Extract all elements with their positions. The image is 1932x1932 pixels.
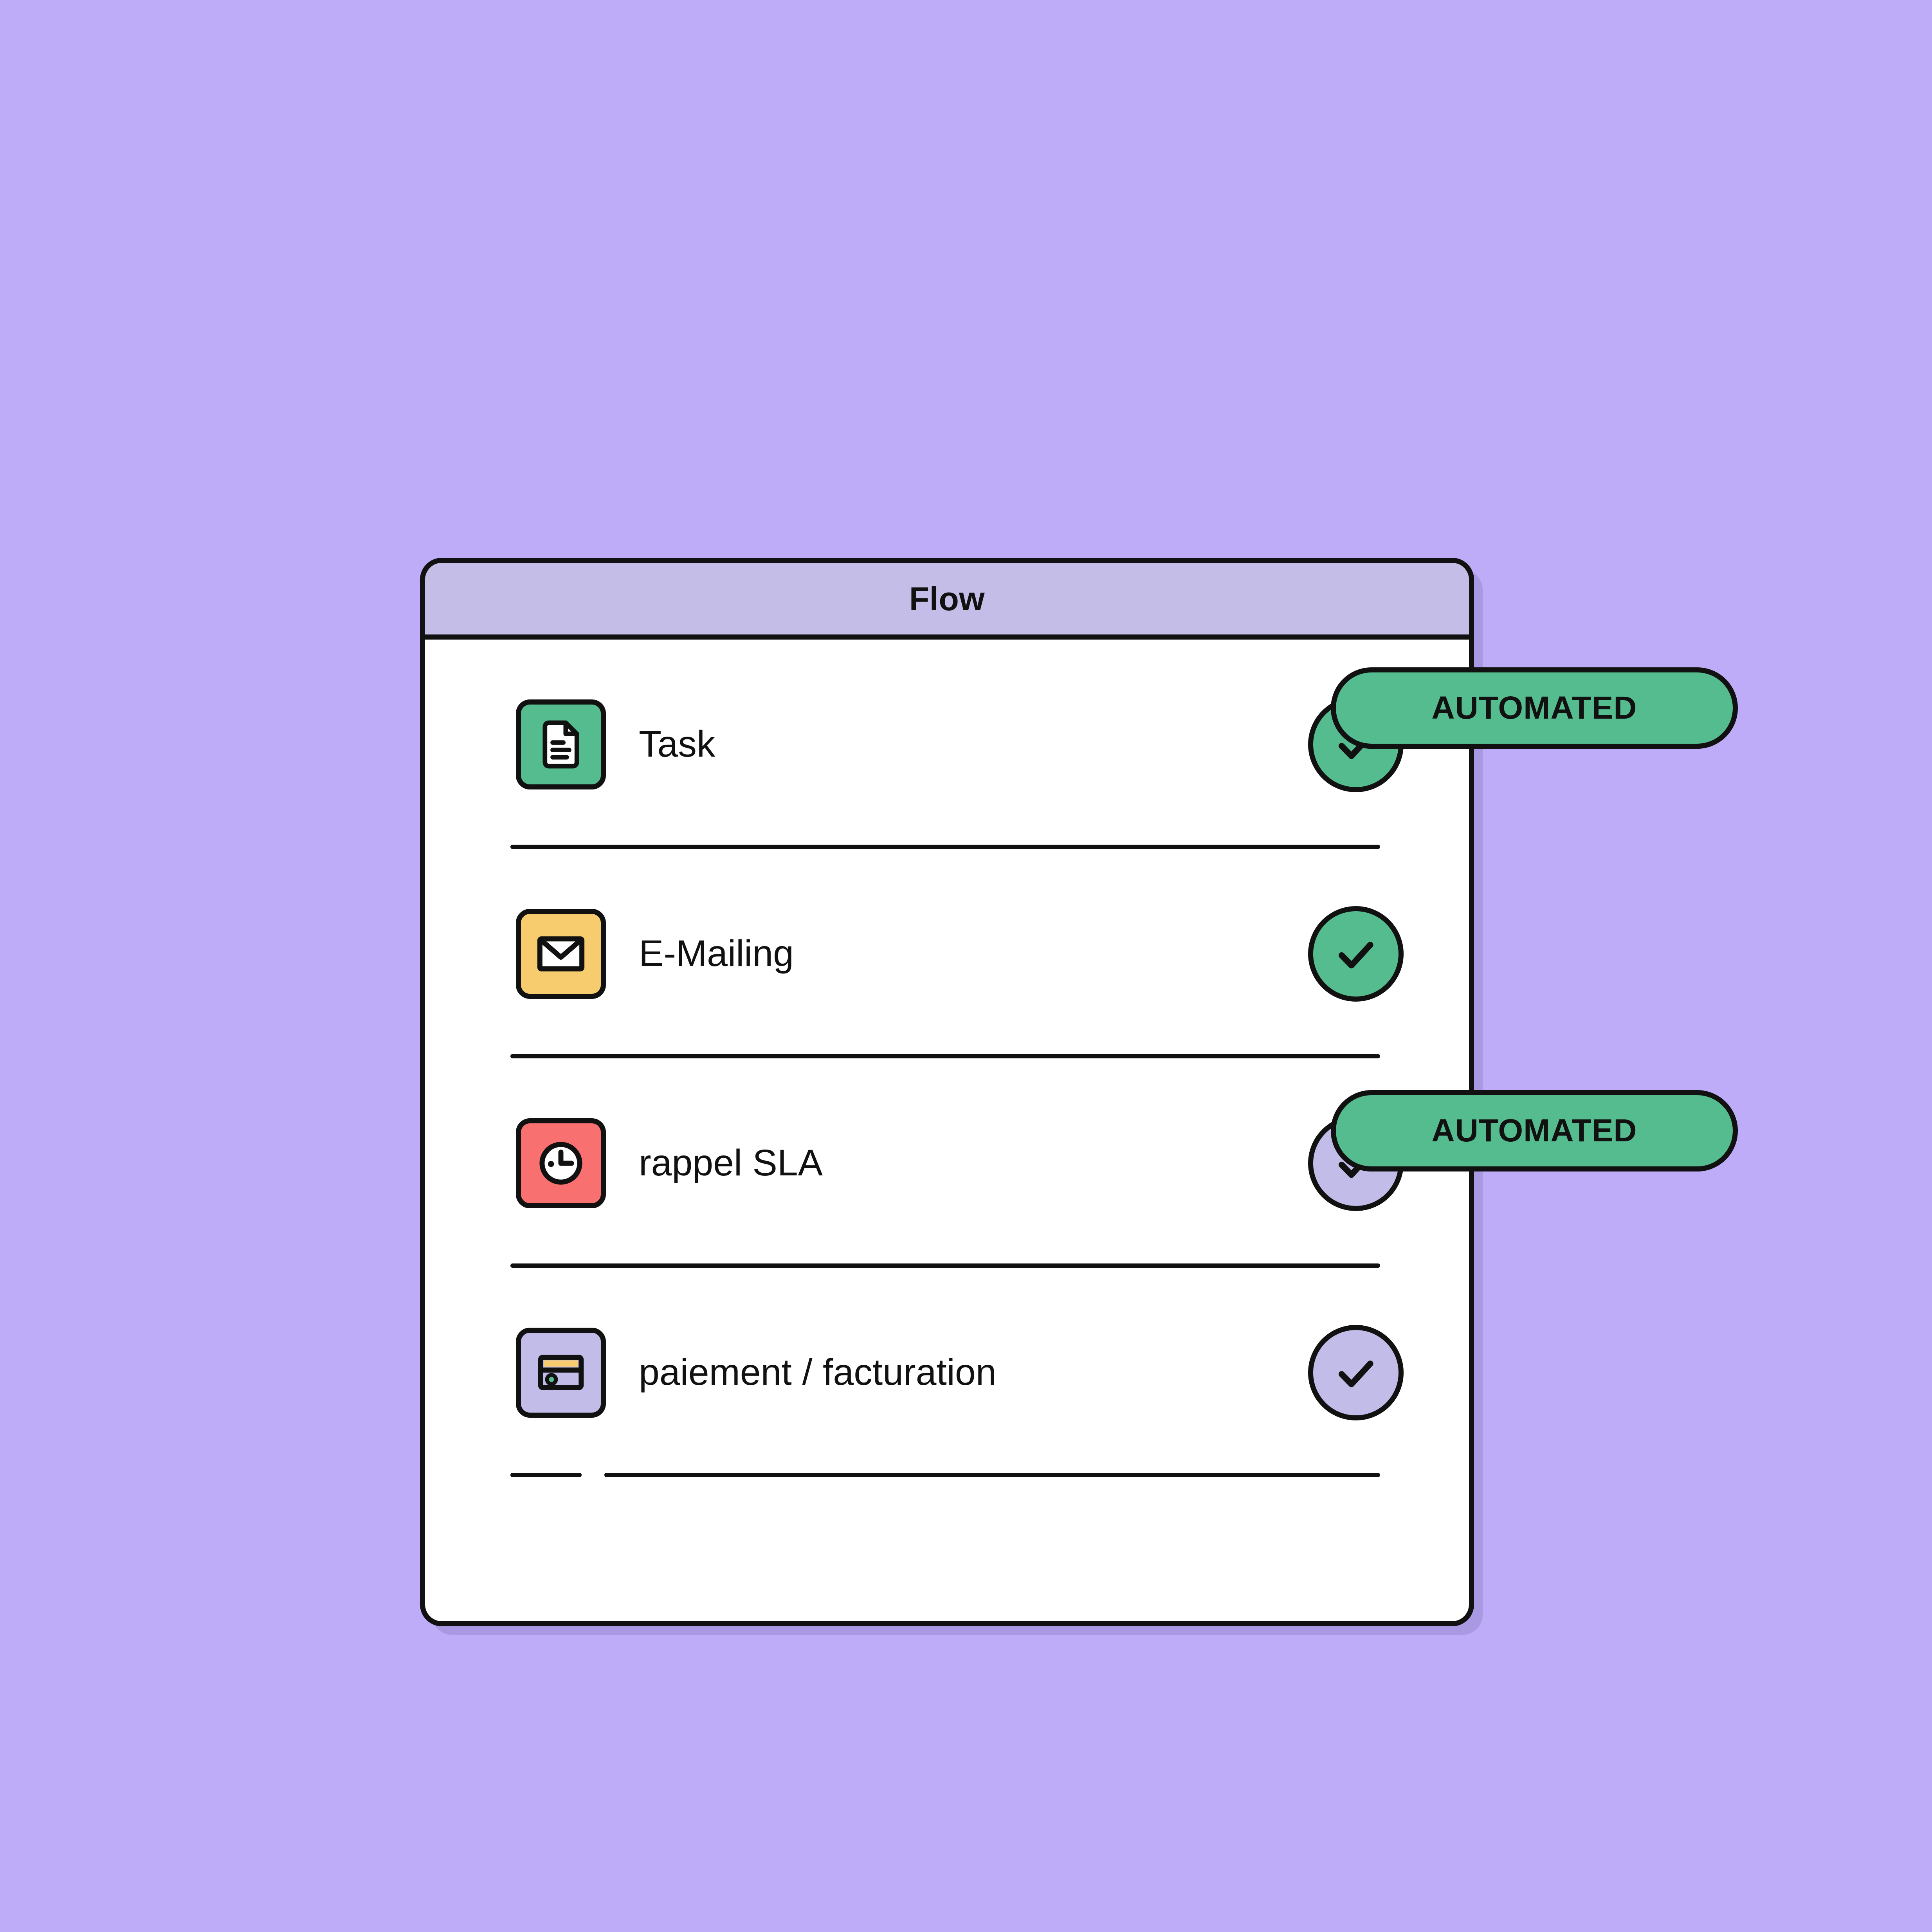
flow-row-list: Task E-Mailing: [425, 640, 1469, 1477]
credit-card-icon: [516, 1327, 606, 1418]
automated-badge-label: AUTOMATED: [1431, 690, 1637, 726]
flow-row-label: E-Mailing: [639, 933, 794, 974]
envelope-icon: [516, 908, 606, 999]
row-divider: [510, 1263, 1380, 1268]
automated-badge-label: AUTOMATED: [1431, 1113, 1637, 1148]
status-badge-check[interactable]: [1308, 1325, 1404, 1420]
window-title-bar: Flow: [425, 563, 1469, 640]
document-icon: [516, 699, 606, 789]
flow-row-emailing[interactable]: E-Mailing: [425, 849, 1469, 1058]
page-title: Flow: [909, 580, 985, 617]
row-divider-segment-right: [604, 1473, 1380, 1477]
flow-row-rappel-sla[interactable]: rappel SLA: [425, 1058, 1469, 1268]
status-badge-check[interactable]: [1308, 906, 1404, 1002]
flow-row-label: Task: [639, 723, 715, 765]
row-divider: [510, 845, 1380, 849]
automated-badge[interactable]: AUTOMATED: [1331, 1090, 1738, 1171]
automated-badge[interactable]: AUTOMATED: [1331, 667, 1738, 749]
flow-row-paiement-facturation[interactable]: paiement / facturation: [425, 1268, 1469, 1477]
flow-row-task[interactable]: Task: [425, 640, 1469, 849]
clock-icon: [516, 1118, 606, 1208]
flow-row-label: paiement / facturation: [639, 1352, 997, 1393]
flow-row-label: rappel SLA: [639, 1142, 823, 1184]
row-divider: [510, 1054, 1380, 1058]
flow-window: Flow Task: [420, 558, 1474, 1626]
row-divider-segment-left: [510, 1473, 582, 1477]
